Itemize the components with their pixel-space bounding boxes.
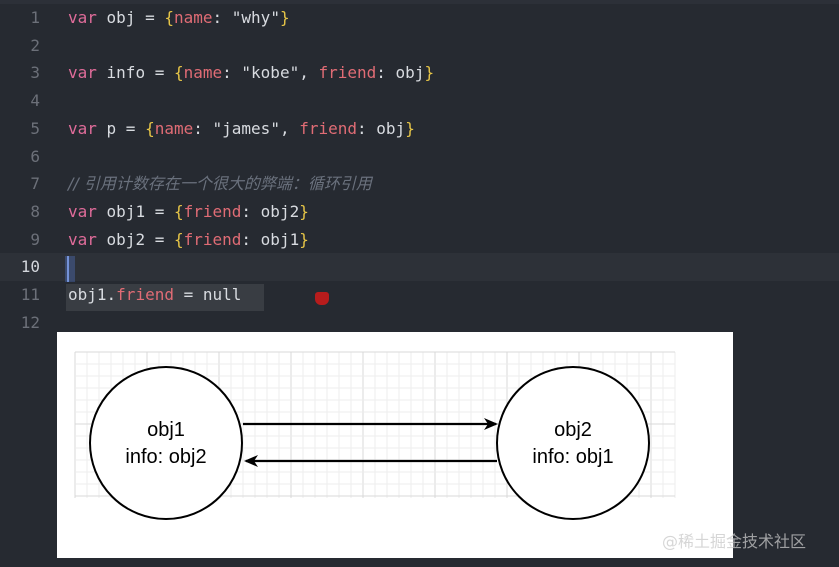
code-token: var	[68, 8, 97, 27]
code-token: : "why"	[212, 8, 280, 27]
line-number: 10	[20, 257, 40, 277]
code-token: {	[145, 118, 155, 138]
code-token: friend	[318, 63, 377, 83]
line-number: 5	[30, 118, 40, 138]
code-token: var	[68, 63, 97, 83]
code-token: }	[279, 8, 290, 27]
line-number: 3	[30, 63, 40, 83]
code-text[interactable]: var p = {name: "james", friend: obj}	[68, 115, 415, 143]
code-line[interactable]: 11 obj1.friend = null	[0, 281, 839, 309]
code-line[interactable]: 6	[0, 143, 839, 171]
code-token: }	[405, 118, 415, 138]
code-token: friend	[116, 285, 174, 304]
line-number: 6	[30, 146, 40, 166]
node-obj1-circle	[89, 366, 243, 520]
code-token: name	[183, 63, 223, 83]
watermark: @稀土掘金技术社区	[662, 532, 807, 551]
code-text[interactable]: var info = {name: "kobe", friend: obj}	[68, 59, 434, 87]
code-token: friend	[299, 118, 358, 138]
code-token: : obj2	[241, 201, 300, 221]
code-token: }	[299, 229, 309, 249]
code-line[interactable]: 2	[0, 32, 839, 60]
code-token: var	[68, 201, 97, 221]
line-number: 8	[30, 201, 40, 221]
node-obj1-name: obj1	[147, 419, 185, 441]
code-token: name	[154, 118, 194, 138]
code-token: {	[173, 201, 184, 221]
code-line[interactable]: 12	[0, 309, 839, 337]
code-line[interactable]: 4	[0, 87, 839, 115]
code-token: info =	[96, 63, 174, 83]
cursor-highlight	[65, 256, 75, 282]
line-number: 12	[20, 312, 40, 332]
code-line[interactable]: 10	[0, 253, 839, 281]
node-obj2-name: obj2	[554, 419, 592, 441]
text-cursor	[67, 256, 69, 282]
code-token: {	[173, 63, 184, 83]
code-token: obj1.	[68, 285, 117, 304]
code-token: obj1 =	[96, 201, 174, 221]
line-number: 4	[30, 91, 40, 111]
code-token: : obj	[357, 118, 406, 138]
code-token: = null	[173, 285, 242, 304]
code-token: }	[424, 63, 435, 83]
code-token: {	[164, 8, 174, 27]
editor-top-bar	[0, 0, 839, 4]
code-token: var	[68, 118, 97, 138]
diagram-canvas: obj1 info: obj2 obj2 info: obj1	[74, 351, 676, 520]
code-token: // 引用计数存在一个很大的弊端：循环引用	[68, 174, 372, 194]
line-number: 9	[30, 229, 40, 249]
code-text[interactable]: var obj1 = {friend: obj2}	[68, 198, 309, 226]
code-token: : "james",	[193, 118, 300, 138]
code-token: obj =	[96, 8, 165, 27]
reference-diagram: obj1 info: obj2 obj2 info: obj1	[57, 332, 733, 558]
code-token: : obj	[376, 63, 425, 83]
code-token: var	[68, 229, 97, 249]
code-token: obj2 =	[96, 229, 174, 249]
code-line[interactable]: 3 var info = {name: "kobe", friend: obj}	[0, 59, 839, 87]
line-number: 11	[20, 285, 40, 304]
code-line[interactable]: 7 // 引用计数存在一个很大的弊端：循环引用	[0, 170, 839, 198]
code-token: {	[173, 229, 184, 249]
code-token: name	[173, 8, 213, 27]
code-token: : "kobe",	[222, 63, 319, 83]
code-text[interactable]: var obj = {name: "why"}	[68, 4, 290, 32]
node-obj1-info: info: obj2	[125, 446, 206, 468]
line-number: 7	[30, 174, 40, 194]
code-token: }	[299, 201, 309, 221]
code-token: p =	[96, 118, 146, 138]
code-line[interactable]: 9 var obj2 = {friend: obj1}	[0, 226, 839, 254]
node-obj2-info: info: obj1	[532, 446, 613, 468]
node-obj2-circle	[496, 366, 650, 520]
breakpoint-marker[interactable]	[315, 292, 329, 305]
code-line[interactable]: 8 var obj1 = {friend: obj2}	[0, 198, 839, 226]
code-line[interactable]: 1 var obj = {name: "why"}	[0, 4, 839, 32]
code-token: friend	[183, 201, 242, 221]
code-token: : obj1	[241, 229, 300, 249]
code-line[interactable]: 5 var p = {name: "james", friend: obj}	[0, 115, 839, 143]
code-text[interactable]: obj1.friend = null	[68, 281, 241, 309]
text-selection	[66, 284, 264, 311]
code-text[interactable]: // 引用计数存在一个很大的弊端：循环引用	[68, 170, 372, 198]
code-token: friend	[183, 229, 242, 249]
line-number: 2	[30, 35, 40, 55]
line-number: 1	[30, 8, 40, 27]
code-text[interactable]: var obj2 = {friend: obj1}	[68, 226, 309, 254]
